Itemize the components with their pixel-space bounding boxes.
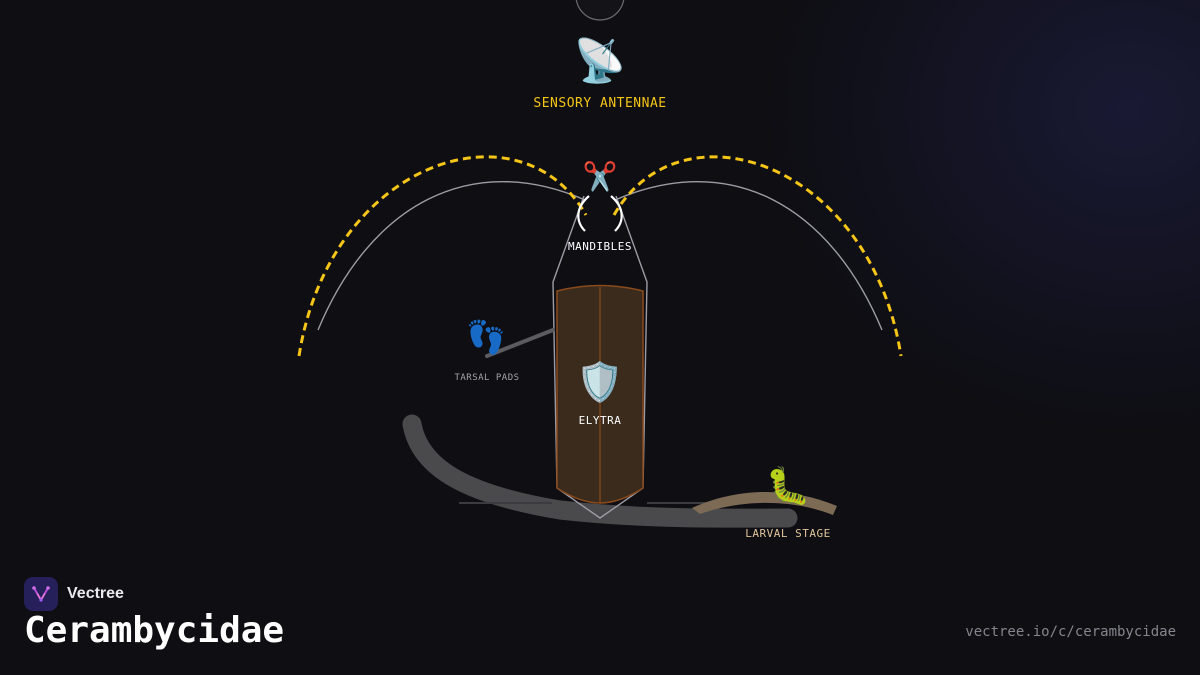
mandible-right[interactable]	[610, 195, 623, 232]
scissors-icon: ✂️	[582, 160, 618, 193]
antenna-highlight-left[interactable]	[297, 155, 588, 357]
vectree-logo-icon	[24, 577, 58, 611]
larval-stage-label: LARVAL STAGE	[745, 527, 831, 540]
caterpillar-icon: 🐛	[765, 466, 811, 507]
mandible-left[interactable]	[577, 195, 590, 232]
leg-line[interactable]	[485, 328, 555, 358]
antenna-right	[614, 180, 883, 331]
larva-branch	[692, 491, 837, 515]
satellite-dish-icon: 📡	[573, 36, 627, 85]
brand-name: Vectree	[67, 585, 124, 602]
tarsal-pads-label: TARSAL PADS	[454, 373, 520, 383]
page-url[interactable]: vectree.io/c/cerambycidae	[965, 624, 1176, 640]
footprints-icon: 👣	[466, 318, 506, 356]
body-outline	[552, 195, 648, 519]
elytra-label: ELYTRA	[578, 414, 622, 427]
brand[interactable]: Vectree	[24, 577, 124, 611]
antenna-highlight-right[interactable]	[612, 155, 903, 357]
mandibles-label: MANDIBLES	[567, 240, 633, 253]
page-title: Cerambycidae	[24, 610, 285, 651]
antenna-left	[317, 180, 586, 331]
head-node[interactable]	[575, 0, 625, 21]
shield-icon: 🛡️	[576, 360, 624, 404]
branch	[402, 414, 798, 528]
antennae-label: SENSORY ANTENNAE	[533, 96, 667, 111]
